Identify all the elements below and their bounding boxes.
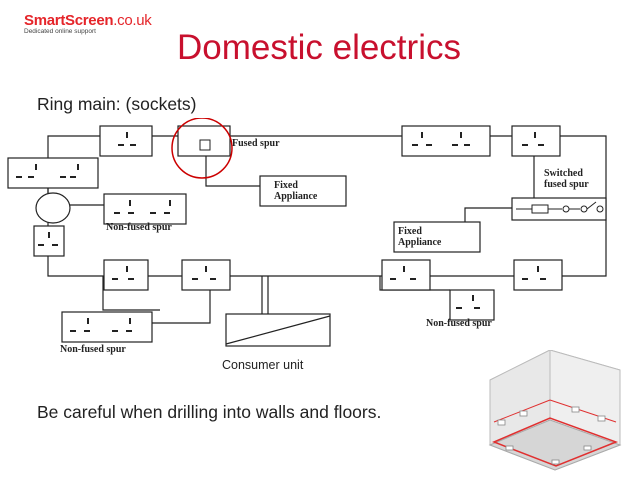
ring-main-diagram: Fused spur Fixed Appliance Fixed Applian… — [7, 118, 607, 372]
label-nonfused-spur-right: Non-fused spur — [426, 318, 492, 329]
bottom-left-nonfused-spur-wire — [102, 276, 211, 324]
label-switched-line1: Switched — [544, 168, 583, 179]
socket-top-1 — [99, 125, 153, 157]
fused-spur-branch-wire — [205, 144, 260, 187]
label-switched-line2: fused spur — [544, 179, 589, 190]
room-illustration — [488, 350, 622, 471]
label-nonfused-spur-left: Non-fused spur — [106, 222, 172, 233]
socket-pins — [16, 132, 546, 332]
highlight-circle — [171, 118, 233, 179]
footer-warning: Be careful when drilling into walls and … — [37, 402, 382, 422]
socket-bottom-1 — [103, 259, 149, 291]
logo-tagline: Dedicated online support — [24, 28, 96, 35]
socket-left-single — [33, 225, 65, 257]
fixed-appliance-box-1 — [259, 175, 347, 207]
smartscreen-logo: SmartScreen.co.uk Dedicated online suppo… — [24, 12, 152, 35]
socket-nonfused-right — [449, 289, 495, 321]
socket-left-double — [7, 157, 99, 189]
switched-spur-symbol-icon — [516, 201, 604, 214]
fused-spur-fuse-icon — [199, 139, 211, 151]
logo-tld: .co.uk — [113, 12, 152, 29]
socket-bottom-right — [513, 259, 563, 291]
slide-subtitle: Ring main: (sockets) — [37, 94, 197, 114]
logo-wordmark: SmartScreen.co.uk — [24, 12, 152, 29]
consumer-unit-diagonal — [225, 315, 331, 345]
label-fixed-appliance-1-line1: Fixed — [274, 180, 298, 191]
socket-top-right — [511, 125, 561, 157]
socket-bottom-3 — [381, 259, 431, 291]
room-wiring-trace — [492, 417, 619, 467]
room-floor — [488, 419, 622, 471]
label-fixed-appliance-1-line2: Appliance — [274, 191, 318, 202]
consumer-unit-feed-wire — [261, 276, 269, 316]
slide-title: Domestic electrics — [177, 28, 461, 67]
label-nonfused-spur-bottom: Non-fused spur — [60, 344, 126, 355]
logo-brand: SmartScreen — [24, 12, 114, 29]
label-fused-spur: Fused spur — [232, 138, 280, 149]
socket-nonfused-left — [103, 193, 187, 225]
socket-nonfused-bottom-left — [61, 311, 153, 343]
junction-circle — [35, 192, 71, 224]
room-sockets — [497, 406, 606, 465]
socket-bottom-2 — [181, 259, 231, 291]
switched-spur-feed-wire — [464, 207, 515, 222]
label-fixed-appliance-2-line1: Fixed — [398, 226, 422, 237]
socket-top-double — [401, 125, 491, 157]
fixed-appliance-box-2 — [393, 221, 481, 253]
label-fixed-appliance-2-line2: Appliance — [398, 237, 442, 248]
label-consumer-unit: Consumer unit — [222, 358, 304, 372]
